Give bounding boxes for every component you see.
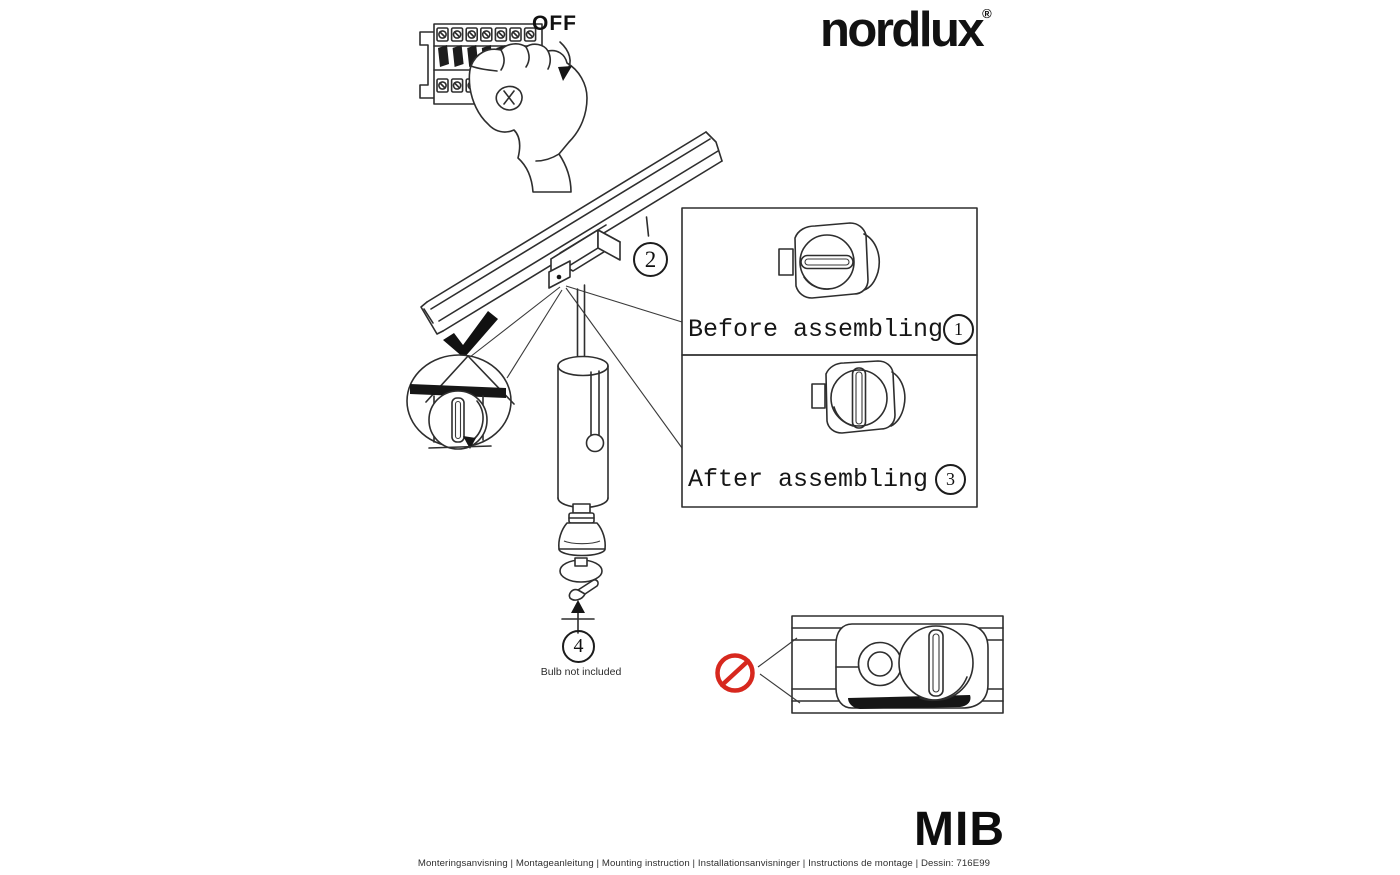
hand-drawing	[469, 44, 587, 192]
after-assembling-label: After assembling	[688, 465, 929, 494]
bulb-note: Bulb not included	[540, 666, 622, 678]
top-view-drawing	[758, 616, 1003, 713]
step-2-badge: 2	[633, 242, 668, 277]
prohibition-icon	[718, 656, 753, 691]
footer-text: Monteringsanvisning | Montageanleitung |…	[417, 858, 991, 869]
track-rail-drawing	[421, 132, 722, 334]
callout-lines	[470, 217, 682, 448]
knob-after-drawing	[812, 361, 905, 433]
detail-magnifier-drawing	[407, 355, 514, 449]
off-arrow-icon	[558, 42, 572, 81]
before-assembling-label: Before assembling	[688, 315, 944, 344]
before-assembling-row: Before assembling 1	[688, 314, 975, 345]
bulb-assembly-drawing	[559, 504, 605, 633]
instruction-box-frame	[682, 208, 977, 507]
step-1-badge: 1	[943, 314, 975, 345]
step-3-badge: 3	[935, 464, 966, 495]
brand-logo: nordlux®	[820, 2, 992, 58]
checkmark-icon	[443, 311, 498, 358]
lamp-body-drawing	[558, 357, 608, 508]
step-2-number: 2	[644, 246, 657, 272]
knob-before-drawing	[779, 223, 879, 298]
step-4-number: 4	[573, 635, 584, 657]
product-name: MIB	[914, 803, 1005, 856]
registered-mark: ®	[982, 6, 992, 21]
brand-name: nordlux	[820, 3, 985, 57]
after-assembling-row: After assembling 3	[688, 464, 966, 495]
step-4-badge: 4	[562, 630, 595, 663]
track-adapter-drawing	[549, 225, 620, 362]
step-3-number: 3	[946, 469, 955, 489]
off-label: OFF	[532, 12, 577, 35]
step-1-number: 1	[954, 319, 964, 339]
